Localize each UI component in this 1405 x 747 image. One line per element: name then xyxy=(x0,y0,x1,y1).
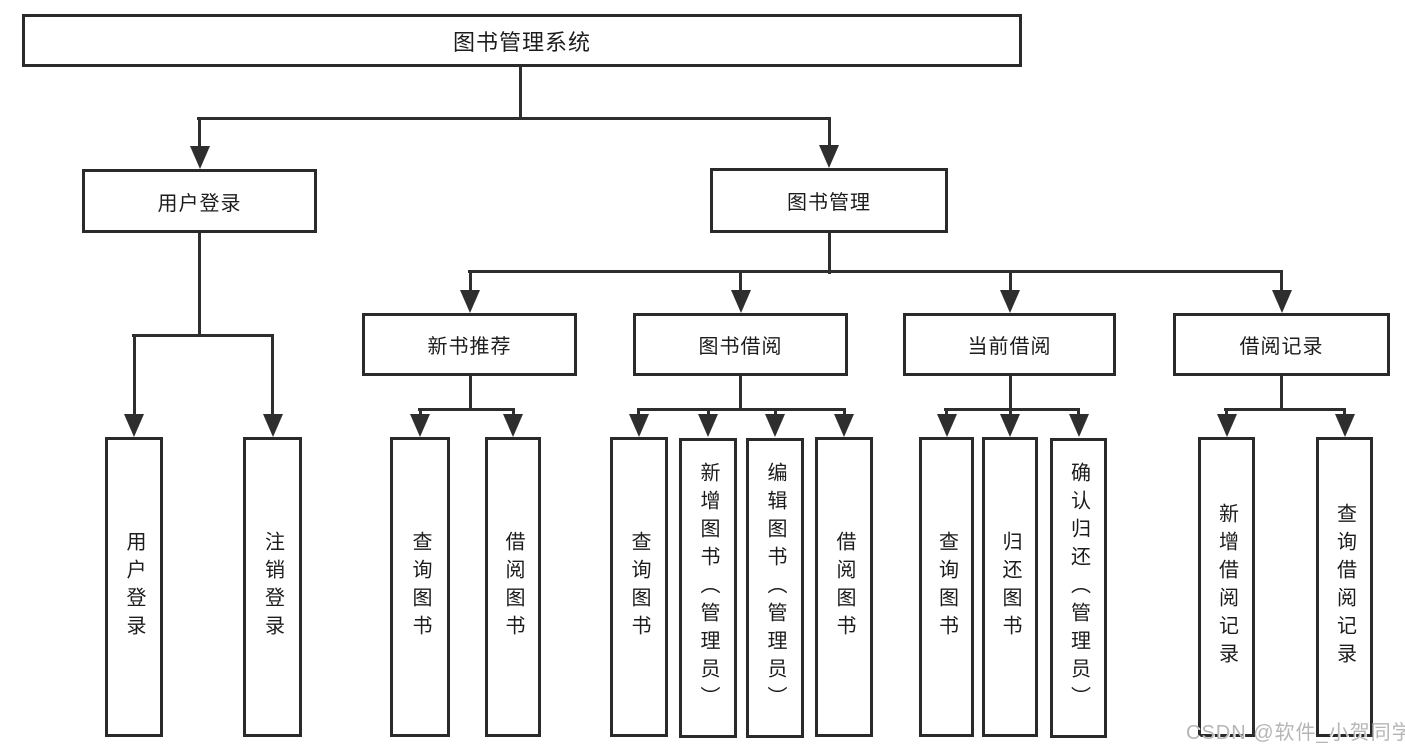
connector-drop xyxy=(1077,408,1080,418)
connector-drop xyxy=(133,334,136,417)
connector-stem xyxy=(1009,376,1012,411)
arrowhead xyxy=(765,414,785,437)
connector-root-stem xyxy=(519,67,522,120)
leaf-label: 新增图书（管理员） xyxy=(697,462,719,714)
connector-drop xyxy=(512,408,515,418)
arrowhead xyxy=(1272,290,1292,313)
leaf-label: 查询图书 xyxy=(409,531,431,643)
connector-mgmt-stem xyxy=(828,233,831,274)
arrowhead xyxy=(503,414,523,437)
leaf-query-books-borrowing: 查询图书 xyxy=(610,437,668,737)
leaf-return-books: 归还图书 xyxy=(982,437,1038,737)
connector-drop xyxy=(1343,408,1346,418)
leaf-label: 借阅图书 xyxy=(833,531,855,643)
leaf-logout: 注销登录 xyxy=(243,437,302,737)
leaf-label: 查询借阅记录 xyxy=(1333,503,1356,671)
connector-drop xyxy=(1009,408,1012,418)
leaf-add-books-admin: 新增图书（管理员） xyxy=(679,438,737,738)
leaf-label: 新增借阅记录 xyxy=(1215,503,1238,671)
leaf-label: 用户登录 xyxy=(123,531,145,643)
leaf-query-books-current: 查询图书 xyxy=(919,437,974,737)
connector-drop xyxy=(739,270,742,294)
leaf-user-login: 用户登录 xyxy=(105,437,163,737)
connector-drop xyxy=(843,408,846,418)
arrowhead xyxy=(937,414,957,437)
node-label: 当前借阅 xyxy=(967,336,1052,358)
node-label: 用户登录 xyxy=(157,192,242,215)
connector-drop xyxy=(637,408,640,418)
leaf-add-borrow-record: 新增借阅记录 xyxy=(1198,437,1255,737)
leaf-label: 归还图书 xyxy=(999,531,1021,643)
arrowhead xyxy=(731,290,751,313)
arrowhead xyxy=(1000,414,1020,437)
leaf-query-borrow-record: 查询借阅记录 xyxy=(1316,437,1373,737)
leaf-query-books-recommend: 查询图书 xyxy=(390,437,450,737)
leaf-borrow-books: 借阅图书 xyxy=(815,437,873,737)
connector-level1-split xyxy=(197,117,831,120)
connector-drop xyxy=(198,117,201,149)
leaf-label: 查询图书 xyxy=(935,531,958,643)
arrowhead xyxy=(263,414,283,437)
arrowhead xyxy=(410,414,430,437)
node-library-management-system: 图书管理系统 xyxy=(22,14,1022,67)
arrowhead xyxy=(698,414,718,437)
arrowhead xyxy=(1335,414,1355,437)
node-label: 图书借阅 xyxy=(698,336,783,358)
connector-split xyxy=(1224,408,1346,411)
leaf-label: 确认归还（管理员） xyxy=(1067,462,1090,714)
connector-drop xyxy=(945,408,948,418)
connector-split xyxy=(418,408,515,411)
connector-drop xyxy=(707,408,710,418)
leaf-confirm-return-admin: 确认归还（管理员） xyxy=(1050,438,1107,738)
node-label: 图书管理系统 xyxy=(452,29,591,55)
connector-drop xyxy=(469,270,472,294)
connector-drop xyxy=(828,117,831,148)
node-label: 借阅记录 xyxy=(1239,336,1324,358)
arrowhead xyxy=(190,146,210,169)
node-borrowing-records: 借阅记录 xyxy=(1173,313,1390,376)
connector-level2-split xyxy=(468,270,1282,273)
node-book-borrowing: 图书借阅 xyxy=(633,313,848,376)
connector-split xyxy=(637,408,846,411)
csdn-watermark: CSDN @软件_小贺同学 xyxy=(1186,722,1405,744)
connector-split xyxy=(944,408,1080,411)
node-current-borrowing: 当前借阅 xyxy=(903,313,1116,376)
connector-drop xyxy=(419,408,422,418)
leaf-label: 借阅图书 xyxy=(502,531,524,643)
connector-drop xyxy=(1009,270,1012,294)
arrowhead xyxy=(1000,290,1020,313)
connector-drop xyxy=(271,334,274,417)
leaf-edit-books-admin: 编辑图书（管理员） xyxy=(746,438,804,738)
connector-stem xyxy=(739,376,742,411)
arrowhead xyxy=(819,145,839,168)
connector-drop xyxy=(1225,408,1228,418)
connector-user-stem xyxy=(198,233,201,337)
arrowhead xyxy=(629,414,649,437)
leaf-label: 编辑图书（管理员） xyxy=(764,462,786,714)
connector-stem xyxy=(1280,376,1283,411)
arrowhead xyxy=(460,290,480,313)
connector-stem xyxy=(469,376,472,411)
connector-drop xyxy=(1280,270,1283,294)
node-book-management-branch: 图书管理 xyxy=(710,168,948,233)
node-new-book-recommendation: 新书推荐 xyxy=(362,313,577,376)
node-user-login-branch: 用户登录 xyxy=(82,169,317,233)
arrowhead xyxy=(1069,414,1089,437)
connector-drop xyxy=(774,408,777,418)
connector-user-split xyxy=(132,334,274,337)
arrowhead xyxy=(124,414,144,437)
node-label: 图书管理 xyxy=(787,192,871,214)
leaf-label: 查询图书 xyxy=(628,531,650,643)
node-label: 新书推荐 xyxy=(427,336,512,358)
leaf-label: 注销登录 xyxy=(261,531,284,643)
arrowhead xyxy=(834,414,854,437)
leaf-borrow-books-recommend: 借阅图书 xyxy=(485,437,541,737)
arrowhead xyxy=(1217,414,1237,437)
